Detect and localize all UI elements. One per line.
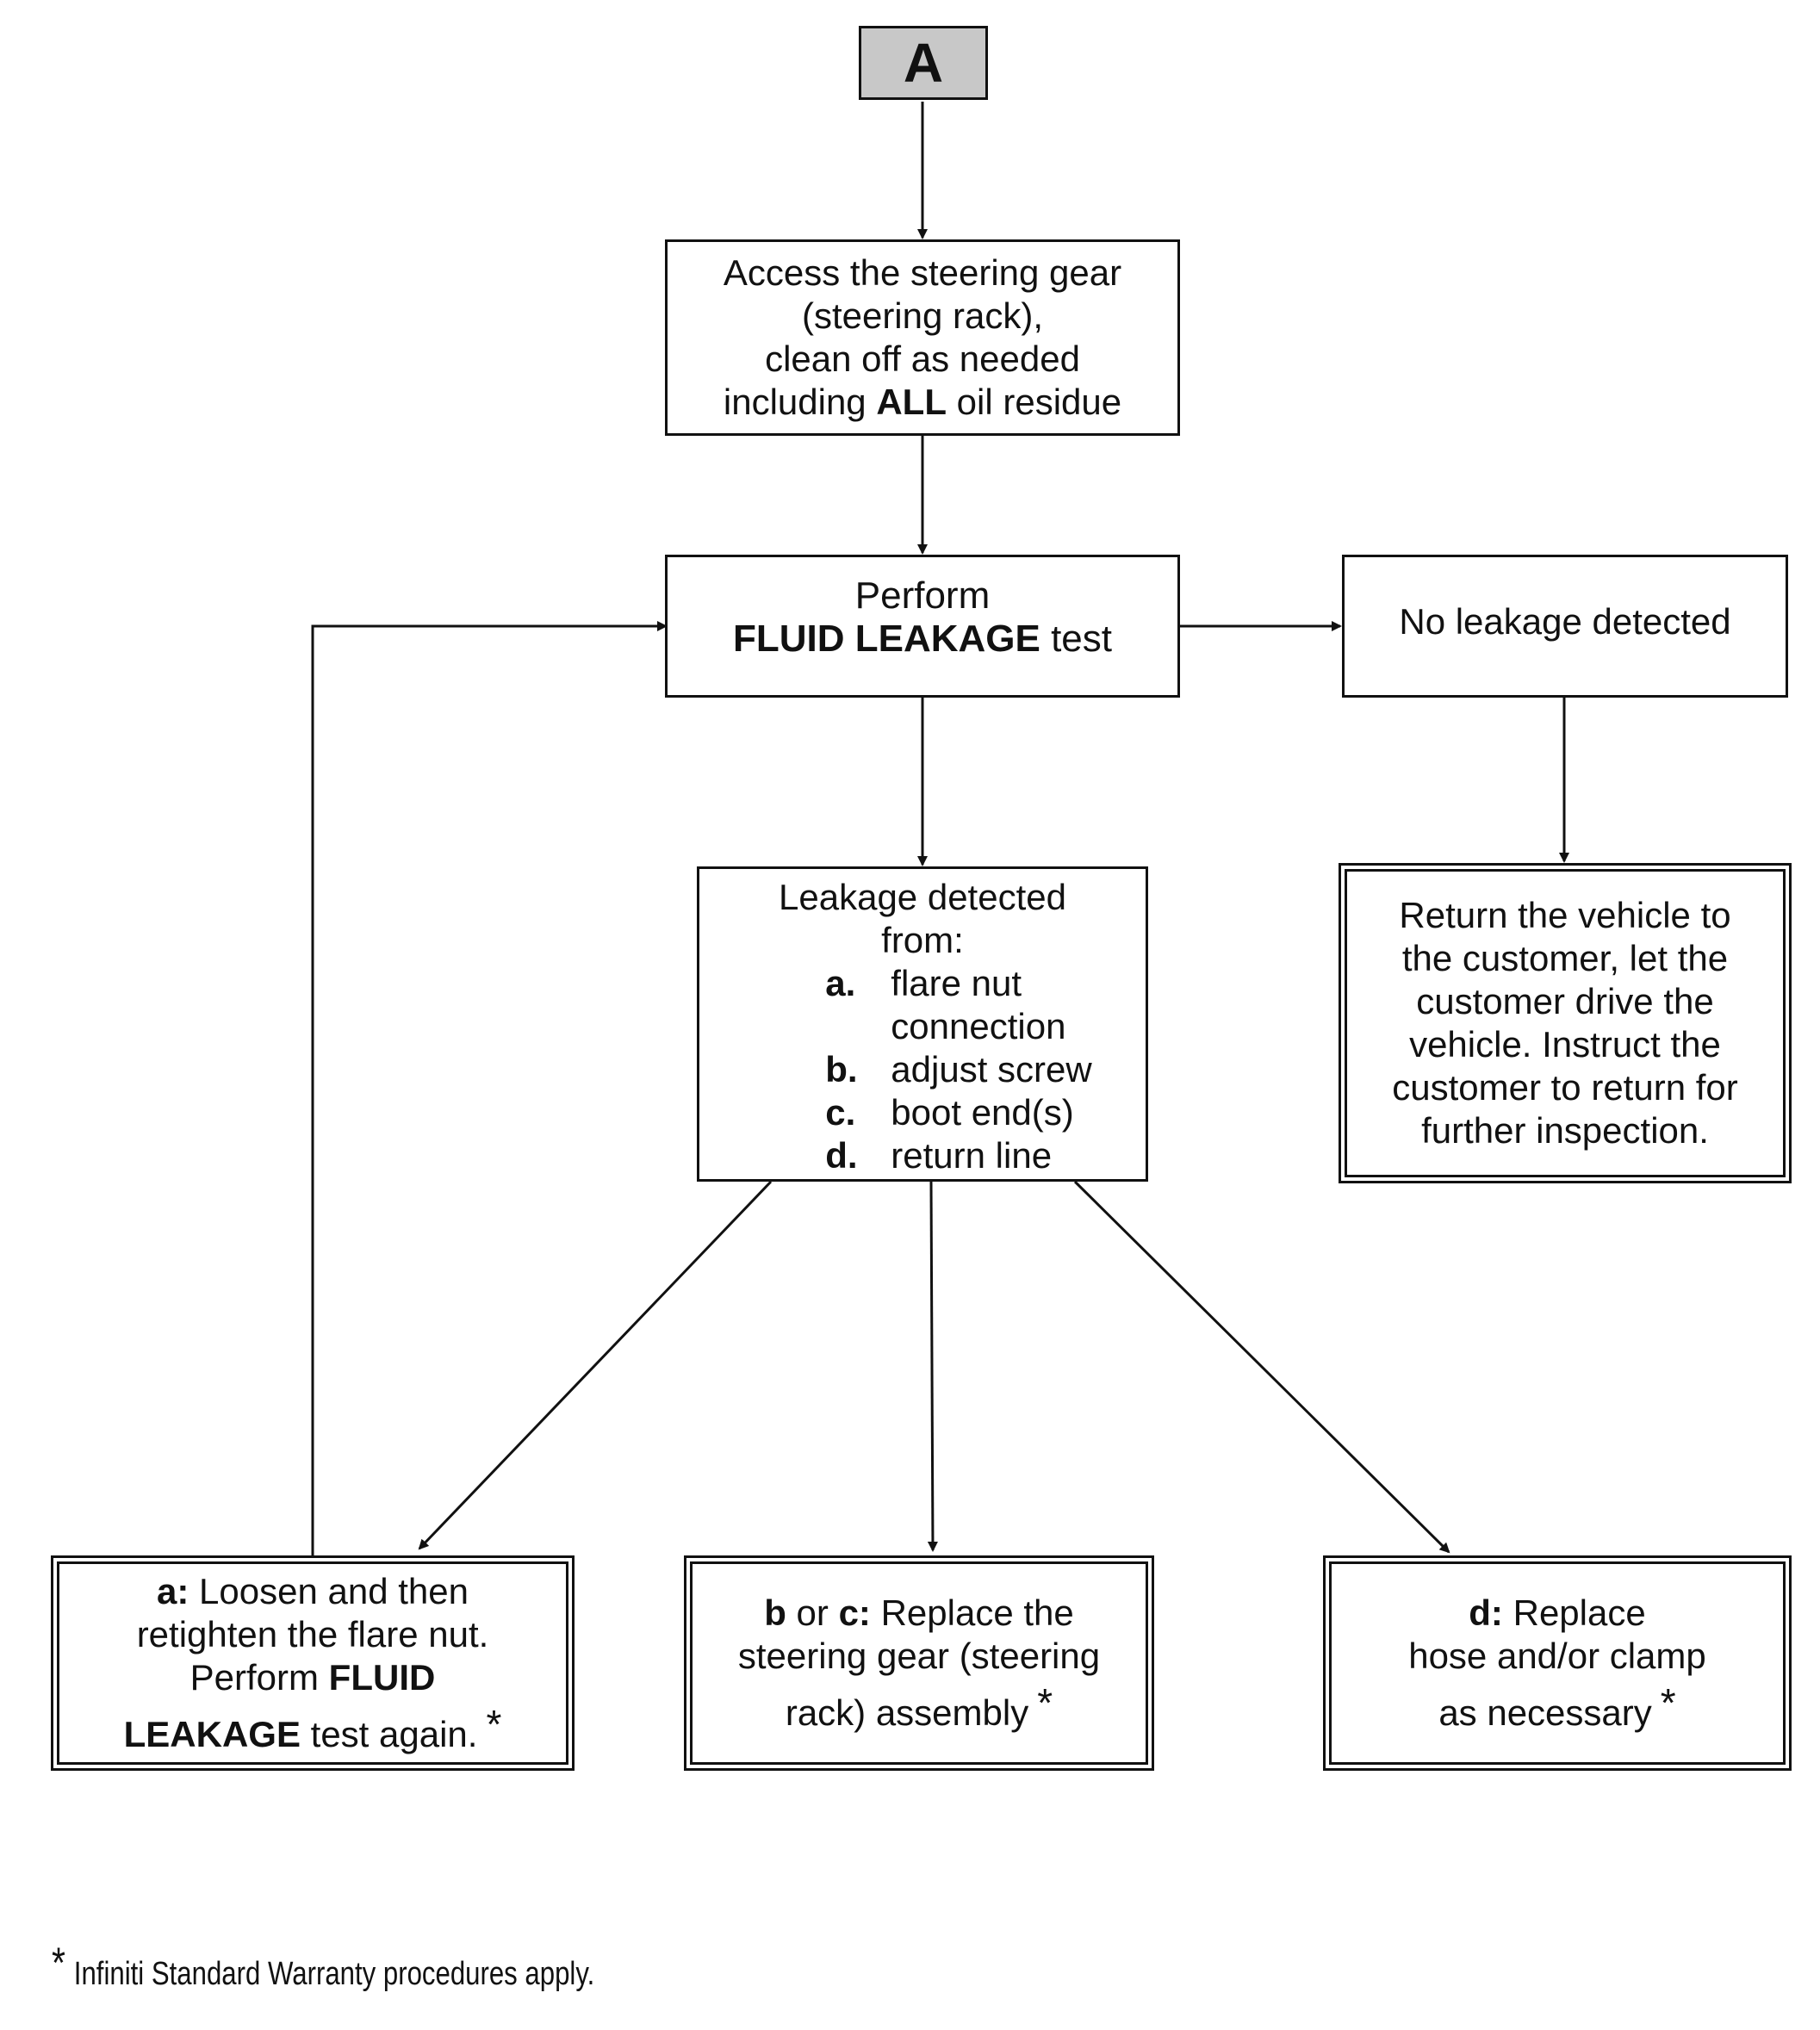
perform-bold: FLUID LEAKAGE (732, 618, 1040, 660)
warranty-footnote: *Infiniti Standard Warranty procedures a… (52, 1938, 594, 1993)
return-line-1: Return the vehicle to (1399, 895, 1731, 935)
action-a-line-2: retighten the flare nut. (136, 1614, 489, 1654)
return-line-3: customer drive the (1416, 981, 1714, 1021)
action-a-line-3-bold: FLUID (328, 1657, 436, 1698)
action-bc-line-2: steering gear (steering (737, 1636, 1101, 1676)
action-d-line-1: Replace (1502, 1592, 1646, 1633)
return-vehicle-box: Return the vehicle to the customer, let … (1339, 863, 1792, 1183)
start-node-a: A (859, 26, 988, 100)
action-d-box: d: Replace hose and/or clamp as necessar… (1323, 1555, 1792, 1771)
list-item: c.boot end(s) (825, 1092, 1074, 1133)
list-item: b.adjust screw (825, 1049, 1092, 1089)
no-leak-label: No leakage detected (1399, 601, 1731, 642)
access-line-4-pre: including (723, 382, 877, 422)
action-a-key: a: (157, 1571, 189, 1611)
access-line-4-bold: ALL (876, 382, 947, 422)
warranty-asterisk: * (1037, 1680, 1053, 1725)
return-line-4: vehicle. Instruct the (1409, 1024, 1721, 1065)
action-d-line-3: as necessary (1438, 1692, 1652, 1733)
action-bc-or: or (786, 1592, 839, 1633)
action-a-line-3-pre: Perform (189, 1657, 329, 1698)
warranty-asterisk: * (1660, 1680, 1676, 1725)
action-bc-key-2: c: (838, 1592, 871, 1633)
access-line-4-post: oil residue (947, 382, 1122, 422)
warranty-asterisk: * (486, 1702, 502, 1747)
action-bc-key-1: b (764, 1592, 786, 1633)
perform-post: test (1040, 618, 1113, 660)
arrow-leak-to-d (1073, 1180, 1450, 1554)
footnote-text: Infiniti Standard Warranty procedures ap… (73, 1956, 595, 1992)
action-bc-line-3: rack) assembly (785, 1692, 1029, 1733)
access-line-1: Access the steering gear (723, 252, 1122, 293)
action-bc-box: b or c: Replace the steering gear (steer… (684, 1555, 1154, 1771)
action-a-line-4-post: test again. (300, 1714, 478, 1754)
action-a-box: a: Loosen and then retighten the flare n… (51, 1555, 575, 1771)
access-line-2: (steering rack), (801, 295, 1044, 336)
perform-fluid-leakage-test-box: Perform FLUID LEAKAGE test (665, 555, 1180, 698)
perform-line-1: Perform (854, 574, 991, 617)
arrow-leak-to-a (418, 1180, 773, 1550)
arrow-a-loop-back (311, 621, 668, 1555)
action-d-line-2: hose and/or clamp (1408, 1636, 1706, 1676)
return-line-2: the customer, let the (1401, 938, 1729, 978)
start-label: A (903, 32, 944, 94)
leakage-detected-box: Leakage detected from: a.flare nut conne… (697, 866, 1148, 1182)
return-line-6: further inspection. (1421, 1110, 1709, 1151)
list-item: connection (891, 1006, 1066, 1046)
action-a-line-1: Loosen and then (189, 1571, 469, 1611)
list-item: d.return line (825, 1135, 1053, 1176)
action-a-line-4-bold: LEAKAGE (123, 1714, 301, 1754)
leak-title-2: from: (881, 920, 964, 960)
arrow-leak-to-bc (927, 1181, 938, 1552)
footnote-asterisk: * (52, 1939, 65, 1987)
leak-sources-list: a.flare nut connection b.adjust screw c.… (825, 962, 1091, 1177)
no-leakage-detected-box: No leakage detected (1342, 555, 1788, 698)
return-line-5: customer to return for (1392, 1067, 1738, 1108)
action-d-key: d: (1469, 1592, 1503, 1633)
access-steering-gear-box: Access the steering gear (steering rack)… (665, 239, 1180, 436)
access-line-3: clean off as needed (765, 338, 1080, 379)
leak-title-1: Leakage detected (779, 877, 1066, 917)
action-bc-line-1: Replace the (870, 1592, 1074, 1633)
list-item: a.flare nut (825, 963, 1022, 1003)
